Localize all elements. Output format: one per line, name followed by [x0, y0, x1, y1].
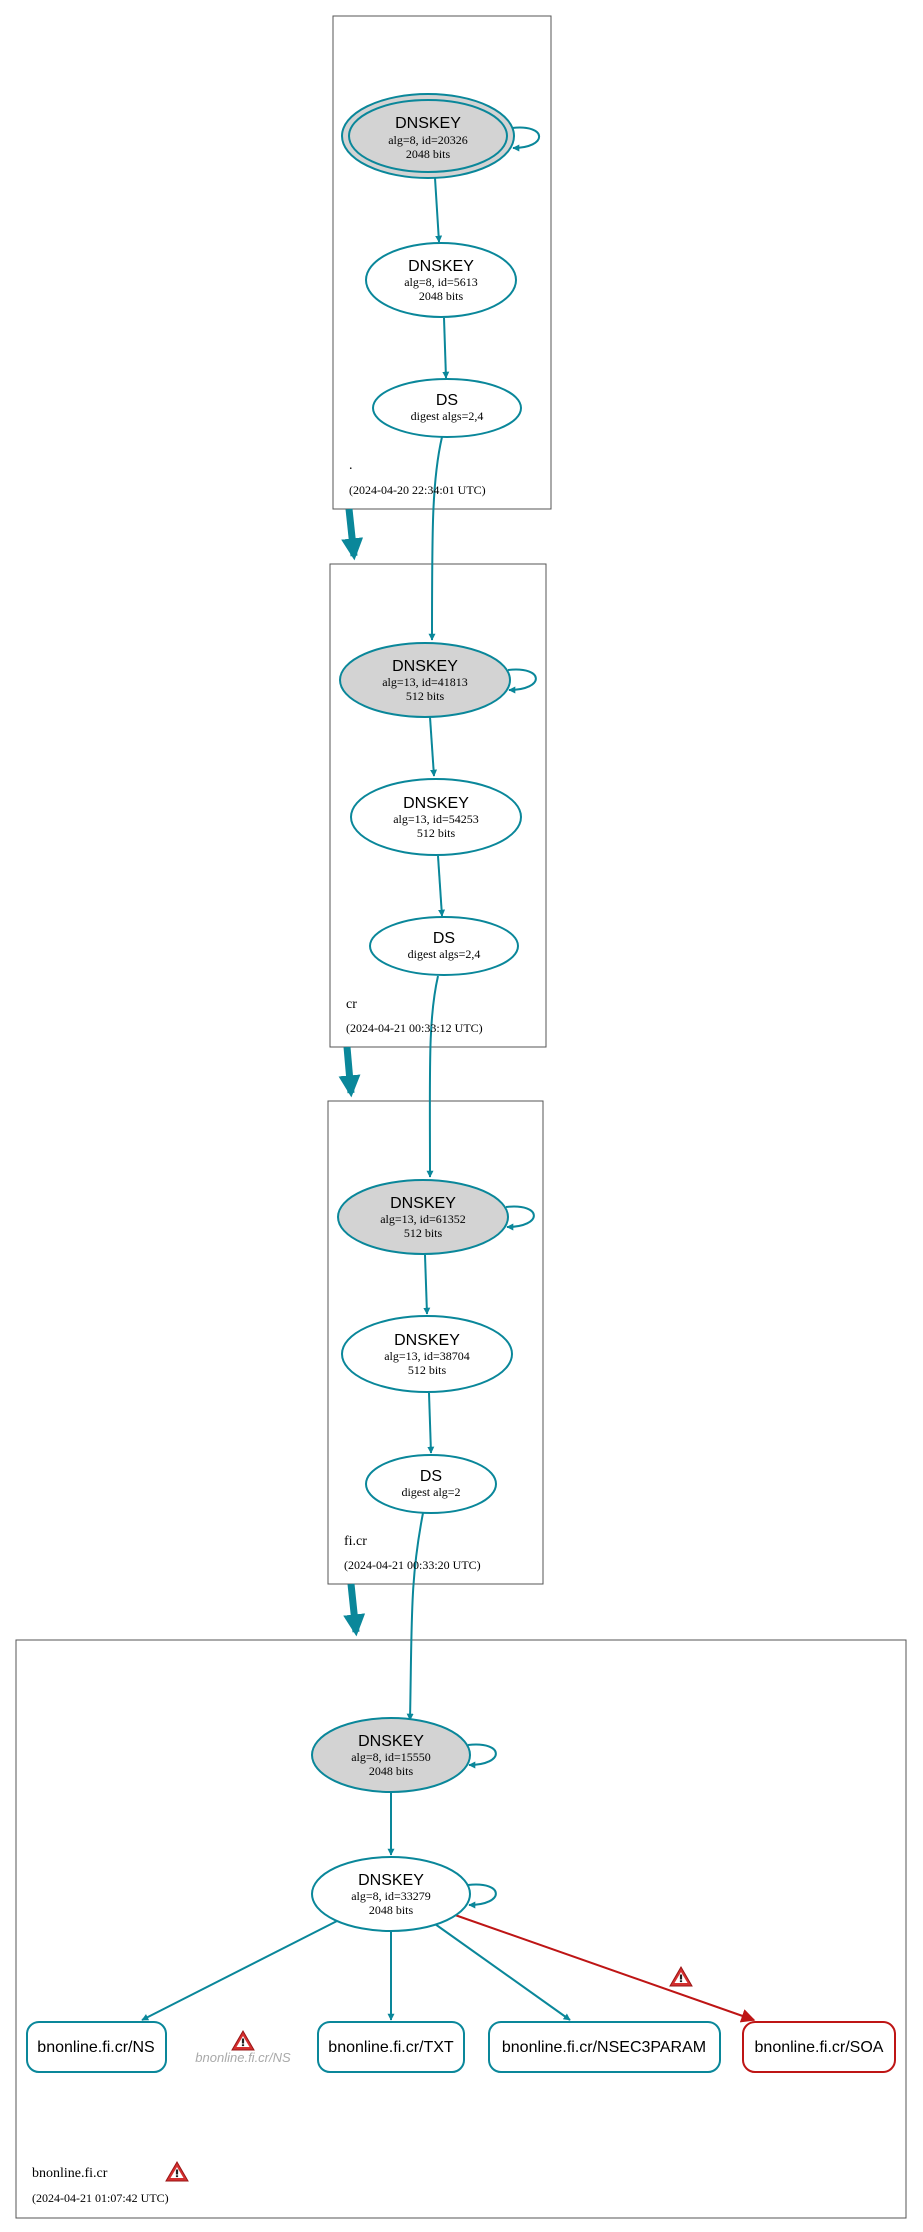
zone-box-bnonline [15, 1639, 907, 2219]
edge-cr-ds-ficr-ksk [426, 975, 439, 1178]
edge-root-ds-cr-ksk [428, 436, 443, 641]
edge-zsk-soa-error [454, 1914, 756, 2023]
node-title: DNSKEY [403, 795, 469, 812]
node-title: DS [436, 392, 458, 409]
rrset-label: bnonline.fi.cr/SOA [755, 2039, 884, 2056]
node-detail: 512 bits [406, 689, 445, 703]
edge-root-ksk-zsk [434, 177, 443, 243]
rrset-ns[interactable]: bnonline.fi.cr/NS [26, 2021, 167, 2073]
zone-box-ficr [327, 1100, 544, 1585]
edge-root-zsk-ds [442, 317, 450, 379]
node-bnonline-ksk[interactable]: DNSKEY alg=8, id=15550 2048 bits [311, 1717, 471, 1793]
rrset-nsec3param[interactable]: bnonline.fi.cr/NSEC3PARAM [488, 2021, 721, 2073]
rrset-label: bnonline.fi.cr/NS [37, 2039, 154, 2056]
node-detail: 2048 bits [369, 1903, 414, 1917]
rrset-ns-missing[interactable]: bnonline.fi.cr/NS [195, 2030, 291, 2065]
node-detail: 2048 bits [369, 1764, 414, 1778]
node-title: DNSKEY [395, 115, 461, 132]
node-detail: 2048 bits [406, 147, 451, 161]
node-detail: digest algs=2,4 [411, 409, 484, 423]
node-title: DNSKEY [394, 1332, 460, 1349]
node-title: DNSKEY [358, 1733, 424, 1750]
node-title: DNSKEY [392, 658, 458, 675]
zone-box-cr [329, 563, 547, 1048]
self-sign-edge-root-ksk [511, 126, 541, 152]
self-sign-edge-bnonline-zsk [467, 1883, 497, 1909]
node-root-zsk[interactable]: DNSKEY alg=8, id=5613 2048 bits [365, 242, 517, 318]
node-ficr-zsk[interactable]: DNSKEY alg=13, id=38704 512 bits [341, 1315, 513, 1393]
node-detail: 512 bits [408, 1363, 447, 1377]
edge-ficr-ksk-zsk [423, 1254, 431, 1315]
node-cr-ds[interactable]: DS digest algs=2,4 [369, 916, 519, 976]
node-detail: alg=13, id=38704 [384, 1349, 470, 1363]
rrset-soa[interactable]: bnonline.fi.cr/SOA [742, 2021, 896, 2073]
zone-timestamp-ficr: (2024-04-21 00:33:20 UTC) [344, 1558, 481, 1572]
edge-cr-ksk-zsk [429, 716, 438, 777]
rrset-label: bnonline.fi.cr/TXT [328, 2039, 454, 2056]
self-sign-edge-bnonline-ksk [467, 1743, 497, 1769]
node-cr-zsk[interactable]: DNSKEY alg=13, id=54253 512 bits [350, 778, 522, 856]
edge-cr-zsk-ds [437, 855, 446, 917]
node-title: DS [433, 930, 455, 947]
node-root-ds[interactable]: DS digest algs=2,4 [372, 378, 522, 438]
node-detail: alg=13, id=61352 [380, 1212, 466, 1226]
edge-ficr-zsk-ds [427, 1392, 435, 1454]
node-root-ksk[interactable]: DNSKEY alg=8, id=20326 2048 bits [341, 93, 515, 179]
zone-box-root [332, 15, 552, 510]
self-sign-edge-ficr-ksk [505, 1205, 535, 1231]
node-detail: 512 bits [404, 1226, 443, 1240]
edge-zsk-nsec3param [434, 1923, 571, 2021]
node-detail: digest algs=2,4 [408, 947, 481, 961]
rrset-label: bnonline.fi.cr/NSEC3PARAM [502, 2039, 706, 2056]
zone-name-ficr: fi.cr [344, 1534, 367, 1549]
zone-name-root: . [349, 458, 353, 473]
zone-name-bnonline: bnonline.fi.cr [32, 2166, 108, 2181]
node-bnonline-zsk[interactable]: DNSKEY alg=8, id=33279 2048 bits [311, 1856, 471, 1932]
node-detail: alg=8, id=20326 [388, 133, 468, 147]
node-ficr-ksk[interactable]: DNSKEY alg=13, id=61352 512 bits [337, 1179, 509, 1255]
node-title: DNSKEY [358, 1872, 424, 1889]
delegation-edge-ficr-bnonline [343, 1583, 366, 1637]
self-sign-edge-cr-ksk [507, 668, 537, 694]
warning-triangle-icon[interactable] [669, 1966, 693, 1987]
node-detail: 512 bits [417, 826, 456, 840]
node-detail: alg=8, id=5613 [404, 275, 478, 289]
node-ficr-ds[interactable]: DS digest alg=2 [365, 1454, 497, 1514]
node-detail: alg=13, id=41813 [382, 675, 468, 689]
delegation-edge-cr-ficr [338, 1046, 361, 1098]
node-cr-ksk[interactable]: DNSKEY alg=13, id=41813 512 bits [339, 642, 511, 718]
zone-timestamp-cr: (2024-04-21 00:33:12 UTC) [346, 1021, 483, 1035]
zone-name-cr: cr [346, 997, 357, 1012]
edge-zsk-ns [141, 1920, 338, 2021]
warning-triangle-icon[interactable] [165, 2161, 189, 2182]
zone-timestamp-bnonline: (2024-04-21 01:07:42 UTC) [32, 2191, 169, 2205]
node-title: DNSKEY [390, 1195, 456, 1212]
node-detail: alg=13, id=54253 [393, 812, 479, 826]
node-detail: alg=8, id=15550 [351, 1750, 431, 1764]
node-detail: digest alg=2 [401, 1485, 460, 1499]
node-title: DNSKEY [408, 258, 474, 275]
rrset-txt[interactable]: bnonline.fi.cr/TXT [317, 2021, 465, 2073]
rrset-ghost-label: bnonline.fi.cr/NS [195, 2050, 291, 2065]
node-detail: 2048 bits [419, 289, 464, 303]
zone-timestamp-root: (2024-04-20 22:34:01 UTC) [349, 483, 486, 497]
warning-triangle-icon [231, 2030, 255, 2051]
node-title: DS [420, 1468, 442, 1485]
node-detail: alg=8, id=33279 [351, 1889, 431, 1903]
delegation-edge-root-cr [341, 508, 364, 561]
edge-ficr-ds-bnonline-ksk [406, 1512, 424, 1721]
